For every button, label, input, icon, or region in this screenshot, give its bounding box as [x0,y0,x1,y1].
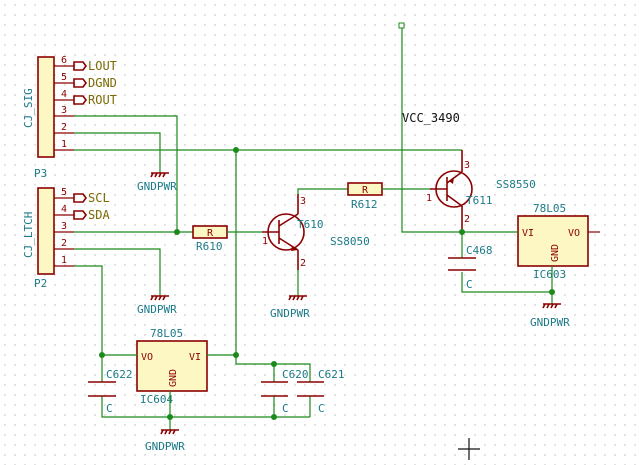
vcc-label: VCC_3490 [402,111,460,125]
p2-name: CJ_LTCH [22,212,35,258]
connector-p3[interactable]: CJ_SIG P3 6 5 4 3 2 1 LOUT DGND ROUT [22,55,117,180]
net-label-sda: SDA [88,208,110,222]
r612-ref: R612 [351,198,378,211]
p2-pin-4: 4 [61,204,67,215]
c620-value: C [282,402,289,415]
gnd-label-p3: GNDPWR [137,180,177,193]
transistor-t610[interactable]: 1 2 3 T610 SS8050 [262,194,370,270]
t610-pin-3: 3 [300,196,306,207]
resistor-r610[interactable]: R R610 [192,225,228,253]
ic603-vi-label: VI [522,228,534,239]
ic603-part: 78L05 [533,202,566,215]
capacitor-c622[interactable]: C622 C [88,368,133,415]
regulator-ic604[interactable]: VO VI GND 78L05 IC604 [136,327,208,406]
c468-value: C [466,278,473,291]
gnd-label-ic603: GNDPWR [530,316,570,329]
p3-name: CJ_SIG [22,88,35,128]
t610-ref: T610 [297,218,324,231]
t610-pin-1: 1 [262,236,268,247]
c468-ref: C468 [466,244,493,257]
p3-pin-1: 1 [61,139,67,150]
p3-pin-6: 6 [61,55,67,66]
gnd-label-t610: GNDPWR [270,307,310,320]
net-label-lout: LOUT [88,59,117,73]
capacitor-c468[interactable]: C468 C [448,244,493,291]
c621-ref: C621 [318,368,345,381]
gnd-symbol-p2: GNDPWR [137,295,177,316]
p2-pin-2: 2 [61,238,67,249]
t611-pin-3: 3 [464,160,470,171]
net-label-rout: ROUT [88,93,117,107]
capacitor-c621[interactable]: C621 C [297,368,345,415]
capacitor-c620[interactable]: C620 C [261,368,309,415]
p2-pin-1: 1 [61,255,67,266]
resistor-r612[interactable]: R R612 [347,182,383,211]
c621-value: C [318,402,325,415]
p3-wires [74,115,462,233]
gnd-label-ic604: GNDPWR [145,440,185,453]
c622-ref: C622 [106,368,133,381]
gnd-symbol-ic604: GNDPWR [145,429,185,453]
ic604-vi-label: VI [189,352,201,363]
regulator-ic603[interactable]: VI VO GND 78L05 IC603 [517,202,600,281]
ic604-vo-label: VO [141,352,153,363]
p3-pin-2: 2 [61,122,67,133]
c620-ref: C620 [282,368,309,381]
t611-part: SS8550 [496,178,536,191]
ic604-gnd-label: GND [168,369,179,387]
gnd-symbol-t610: GNDPWR [270,295,310,320]
p2-ref: P2 [34,277,47,290]
ic603-wires [461,231,553,304]
gnd-symbol-ic603: GNDPWR [530,303,570,329]
ic603-ref: IC603 [533,268,566,281]
p2-pin-3: 3 [61,221,67,232]
p3-ref: P3 [34,167,47,180]
t610-part: SS8050 [330,235,370,248]
junction-dots [99,147,555,420]
vcc-net: VCC_3490 [398,22,462,233]
net-label-dgnd: DGND [88,76,117,90]
transistor-t611[interactable]: 1 2 3 T611 SS8550 [426,150,536,232]
connector-p2[interactable]: CJ_LTCH P2 5 4 3 2 1 SCL SDA [22,187,110,290]
ic603-vo-label: VO [568,228,580,239]
t610-pin-2: 2 [300,258,306,269]
t610-wires [297,188,348,296]
ic604-ref: IC604 [140,393,173,406]
p2-wires [74,231,193,355]
gnd-symbol-p3: GNDPWR [137,172,177,193]
c622-value: C [106,402,113,415]
crosshair-cursor-icon [458,438,480,460]
r612-value: R [362,185,369,196]
gnd-label-p2: GNDPWR [137,303,177,316]
t611-pin-1: 1 [426,193,432,204]
t611-pin-2: 2 [464,214,470,225]
p3-pin-4: 4 [61,89,67,100]
r610-value: R [207,228,214,239]
ic604-part: 78L05 [150,327,183,340]
p3-pin-5: 5 [61,72,67,83]
p2-pin-5: 5 [61,187,67,198]
net-label-scl: SCL [88,191,110,205]
t611-ref: T611 [466,194,493,207]
ic603-gnd-label: GND [550,244,561,262]
p3-pin-3: 3 [61,105,67,116]
r610-ref: R610 [196,240,223,253]
